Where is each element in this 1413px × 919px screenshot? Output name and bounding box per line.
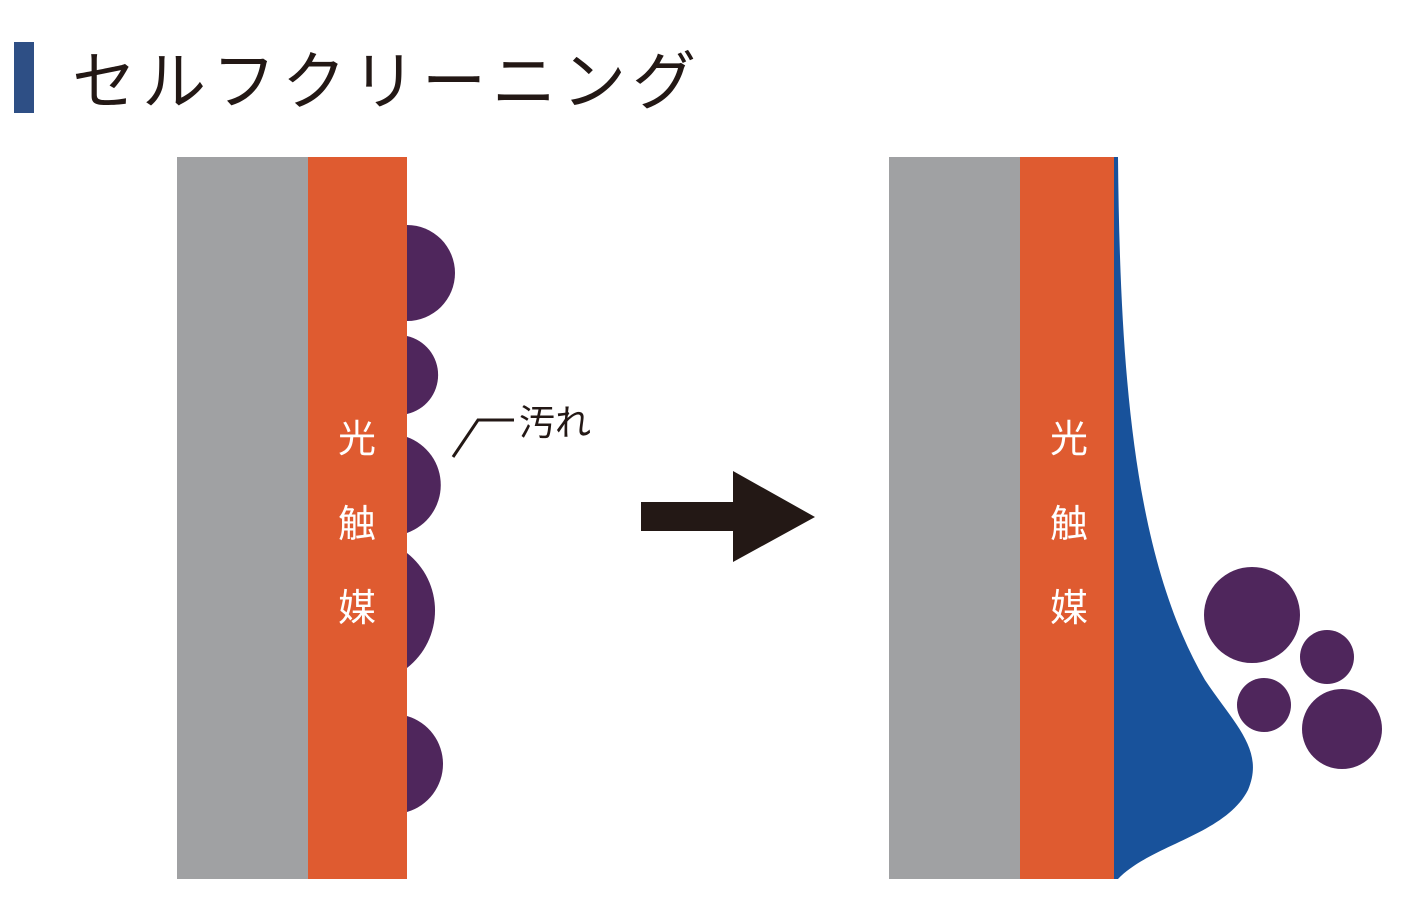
label-char: 触 (338, 502, 376, 546)
substrate-layer-before (177, 157, 308, 879)
water-film (1114, 157, 1253, 879)
substrate-layer-after (889, 157, 1020, 879)
arrow-right-icon (641, 471, 815, 562)
dirt-particle (407, 553, 436, 668)
dirt-particle (407, 716, 443, 812)
dirt-particle (407, 437, 441, 533)
page-title: セルフクリーニング (72, 46, 702, 120)
dirt-callout-line (451, 418, 514, 458)
dirt-label: 汚れ (519, 403, 591, 444)
title-accent-bar (14, 42, 34, 113)
photocatalyst-label-before: 光 触 媒 (338, 417, 376, 630)
label-char: 光 (338, 417, 376, 461)
dirt-particle (407, 336, 439, 414)
washed-dirt-particle (1237, 678, 1291, 732)
washed-dirt-particle (1302, 689, 1382, 769)
photocatalyst-layer-after (1020, 157, 1118, 879)
before-panel: 光 触 媒 汚れ (177, 157, 591, 879)
washed-dirt-particle (1300, 630, 1354, 684)
dirt-particle (407, 225, 455, 321)
label-char: 触 (1050, 502, 1088, 546)
washed-dirt-particle (1204, 567, 1300, 663)
photocatalyst-label-after: 光 触 媒 (1050, 417, 1088, 630)
after-panel: 光 触 媒 (889, 157, 1382, 879)
label-char: 光 (1050, 417, 1088, 461)
label-char: 媒 (1050, 586, 1088, 630)
label-char: 媒 (338, 586, 376, 630)
photocatalyst-layer-before (308, 157, 407, 879)
